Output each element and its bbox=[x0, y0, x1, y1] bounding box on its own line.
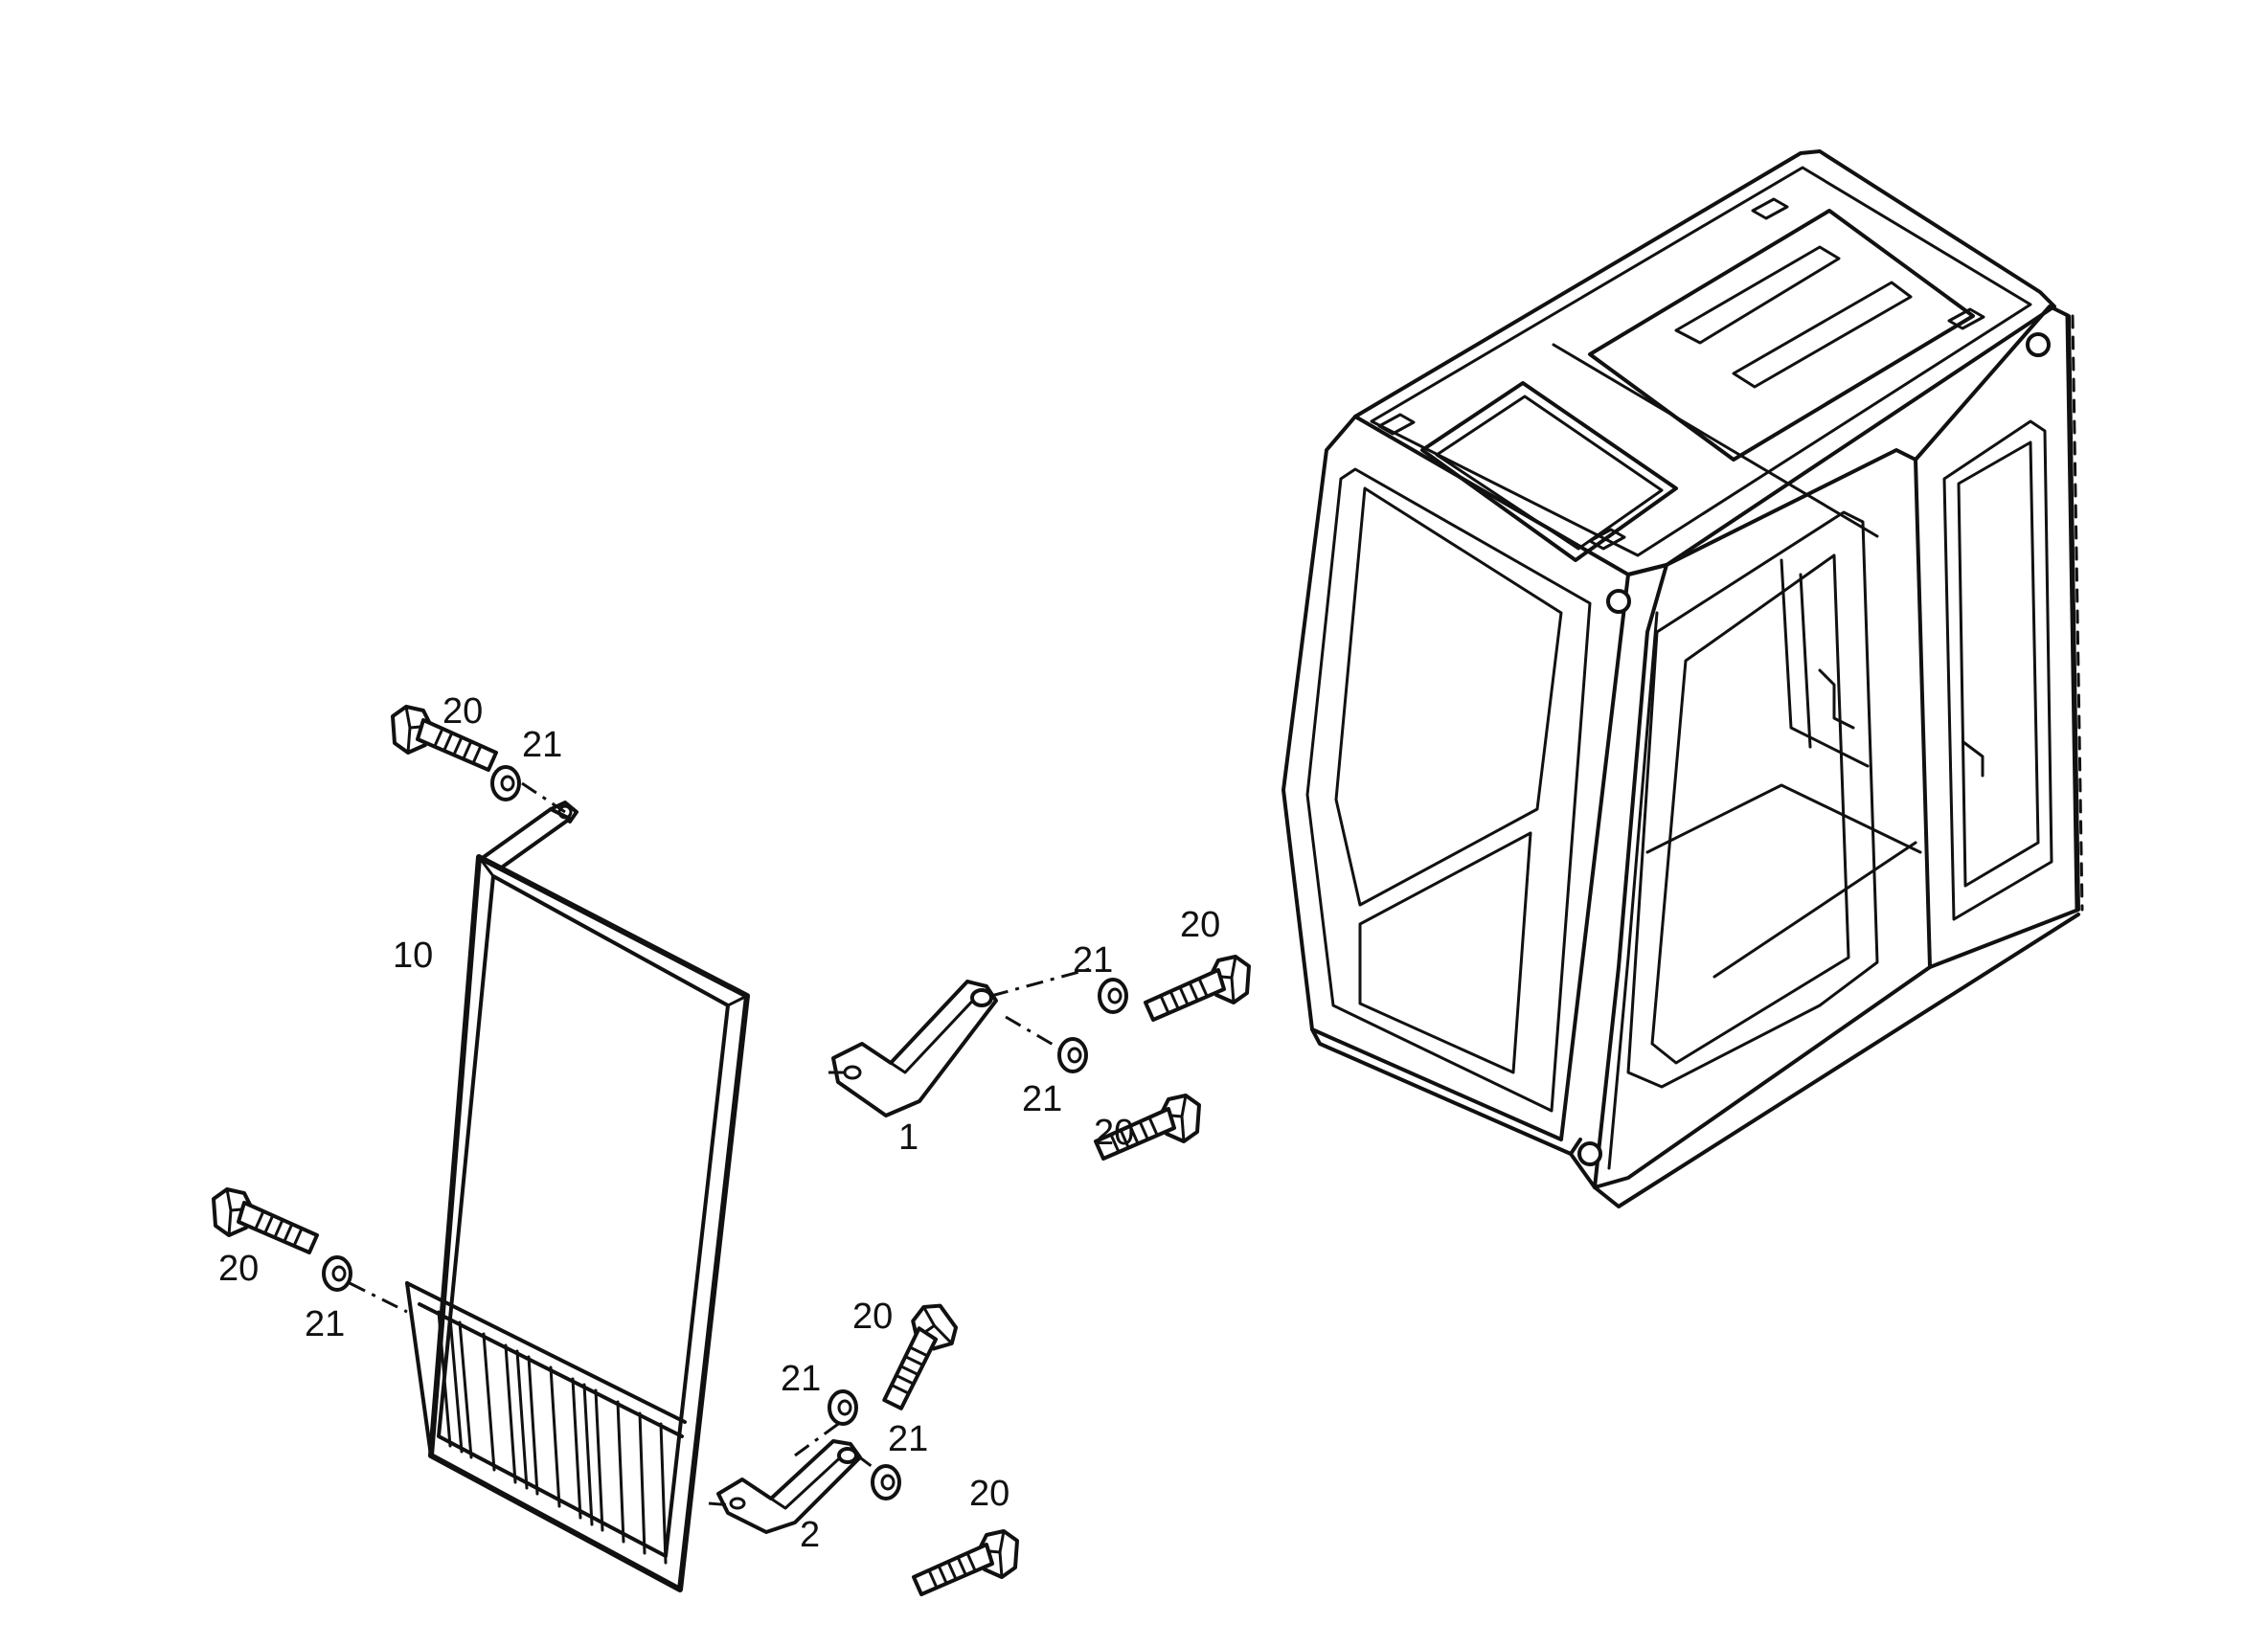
bolt-20-low-b bbox=[912, 1529, 1019, 1596]
callout-1: 1 bbox=[898, 1117, 919, 1158]
callout-21-low-b: 21 bbox=[888, 1419, 928, 1459]
washer-21-mid-b bbox=[1057, 1037, 1088, 1073]
assembly-centerlines bbox=[349, 781, 1098, 1507]
bracket-1 bbox=[831, 980, 998, 1117]
callout-10: 10 bbox=[393, 936, 433, 976]
callout-21-mid-b: 21 bbox=[1022, 1079, 1062, 1119]
bracket-2 bbox=[716, 1439, 862, 1534]
callout-20-mid-a: 20 bbox=[1180, 905, 1220, 945]
callout-21-left: 21 bbox=[305, 1304, 345, 1344]
bolt-20-left bbox=[212, 1187, 319, 1254]
bolt-20-mid-a bbox=[1144, 955, 1251, 1022]
front-guard-grille bbox=[405, 801, 750, 1592]
callout-20-left: 20 bbox=[218, 1249, 259, 1289]
washer-21-top bbox=[490, 765, 521, 801]
callout-labels: 20 21 10 21 20 21 20 1 20 21 20 21 21 20… bbox=[218, 691, 1220, 1555]
callout-20-mid-b: 20 bbox=[1094, 1113, 1134, 1153]
washer-21-left bbox=[322, 1255, 352, 1292]
callout-2: 2 bbox=[800, 1515, 820, 1555]
cab-frame bbox=[1281, 149, 2084, 1208]
washer-21-low-b bbox=[871, 1464, 901, 1500]
callout-20-low-a: 20 bbox=[852, 1297, 893, 1337]
washer-21-low-a bbox=[828, 1389, 858, 1426]
washer-21-mid-a bbox=[1098, 978, 1128, 1014]
callout-20-top: 20 bbox=[442, 691, 483, 732]
callout-21-top: 21 bbox=[522, 725, 562, 765]
callout-21-low-a: 21 bbox=[781, 1359, 821, 1399]
callout-21-mid-a: 21 bbox=[1073, 940, 1113, 981]
callout-20-low-b: 20 bbox=[969, 1474, 1009, 1514]
